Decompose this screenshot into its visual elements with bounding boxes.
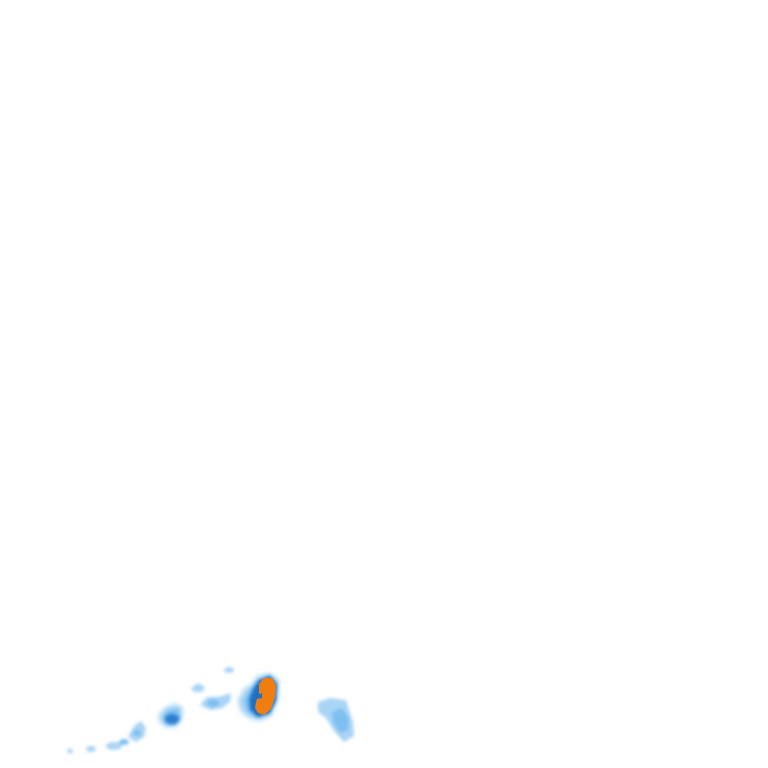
cell-north-small <box>191 683 205 692</box>
cell-tiny-west <box>67 746 96 754</box>
cell-east <box>318 698 354 742</box>
cell-central-storm <box>238 673 279 721</box>
cell-southwest <box>128 721 146 742</box>
cell-small-west <box>106 739 129 750</box>
cell-north-speck <box>224 667 234 673</box>
cell-west-core <box>159 704 183 727</box>
cell-central-west <box>200 693 231 710</box>
